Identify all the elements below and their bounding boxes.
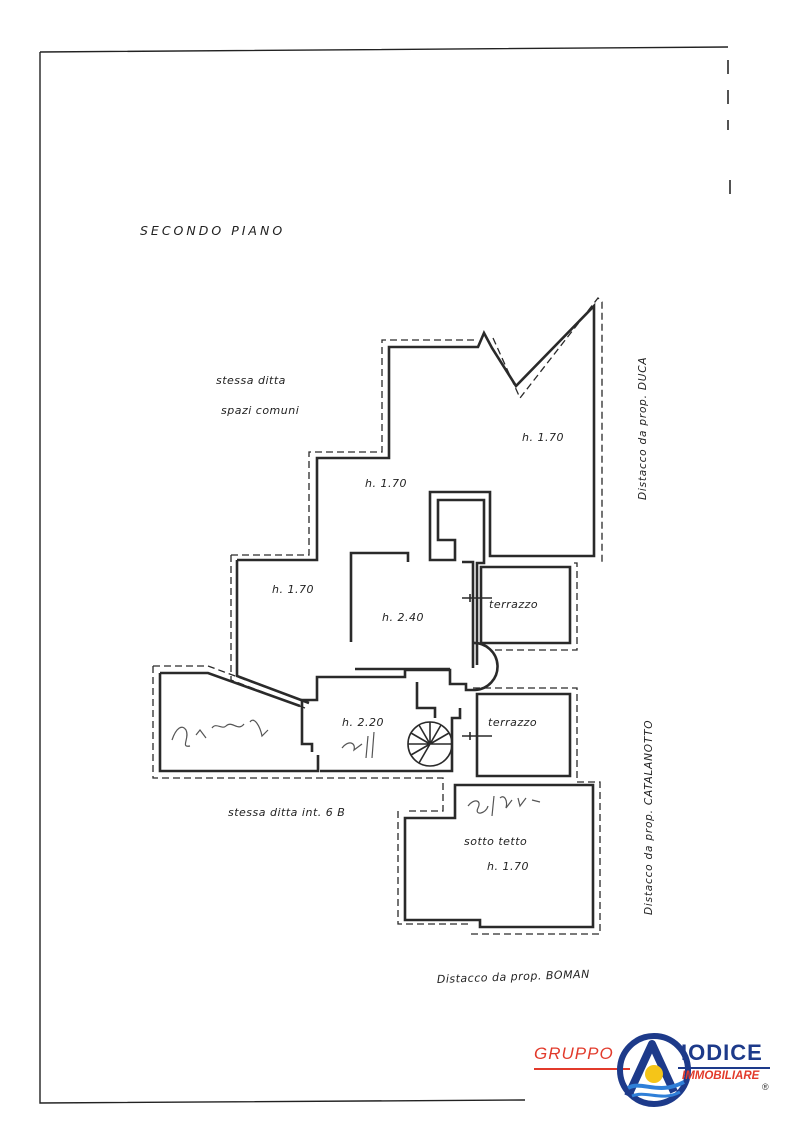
wall-upper-section <box>237 302 596 665</box>
label-height-bottom: h. 1.70 <box>487 860 529 873</box>
label-height-center: h. 2.40 <box>382 611 424 624</box>
terrazzo-1-mark <box>462 594 492 602</box>
plan-title: SECONDO PIANO <box>140 223 285 238</box>
label-spazi-comuni: spazi comuni <box>221 404 299 417</box>
label-distacco-catalanotto: Distacco da prop. CATALANOTTO <box>643 720 655 915</box>
outline-dashed-lower-left <box>152 665 444 812</box>
frame-right-dash <box>727 60 731 210</box>
outline-dashed-sotto-tetto <box>397 811 470 925</box>
wall-left-room <box>235 560 310 705</box>
label-stessa-ditta-int: stessa ditta int. 6 B <box>228 806 345 819</box>
outline-dashed-upper <box>231 297 603 562</box>
logo-house-wave-icon <box>617 1033 691 1107</box>
label-stessa-ditta: stessa ditta <box>216 374 286 387</box>
label-distacco-duca: Distacco da prop. DUCA <box>637 357 649 500</box>
gruppo-iodice-logo: GRUPPO IODICE IMMOBILIARE ® <box>528 1030 780 1108</box>
logo-gruppo-text: GRUPPO <box>534 1044 614 1063</box>
wall-circular-bay <box>300 641 499 752</box>
wall-terrazzo-2 <box>475 692 572 778</box>
label-height-left: h. 1.70 <box>272 583 314 596</box>
logo-iodice-text: IODICE <box>681 1040 763 1065</box>
label-terrazzo-2: terrazzo <box>488 716 537 729</box>
logo-red-underline <box>534 1068 630 1070</box>
label-height-upper-center: h. 1.70 <box>365 477 407 490</box>
label-distacco-boman: Distacco da prop. BOMAN <box>437 968 590 986</box>
sheet-frame <box>39 46 729 1104</box>
terrazzo-2-mark <box>462 732 492 740</box>
outline-dashed-terrazzo-1 <box>490 562 578 651</box>
wall-lower-left <box>158 671 320 773</box>
label-sotto-tetto: sotto tetto <box>464 835 527 848</box>
logo-blue-underline <box>678 1067 770 1069</box>
pencil-scribble-bottom <box>467 795 541 817</box>
pencil-scribble-center <box>341 731 375 759</box>
label-height-top-right: h. 1.70 <box>522 431 564 444</box>
spiral-stair <box>407 721 453 767</box>
label-height-lower-center: h. 2.20 <box>342 716 384 729</box>
wall-lower-hall <box>320 682 462 773</box>
wall-sotto-tetto <box>403 783 595 929</box>
logo-registered-mark: ® <box>762 1082 769 1092</box>
outline-dashed-terrazzo-2 <box>469 687 601 935</box>
label-terrazzo-1: terrazzo <box>489 598 538 611</box>
pencil-scribble-left <box>171 719 269 747</box>
wall-terrazzo-1 <box>479 565 572 645</box>
logo-immobiliare-text: IMMOBILIARE <box>682 1070 760 1082</box>
